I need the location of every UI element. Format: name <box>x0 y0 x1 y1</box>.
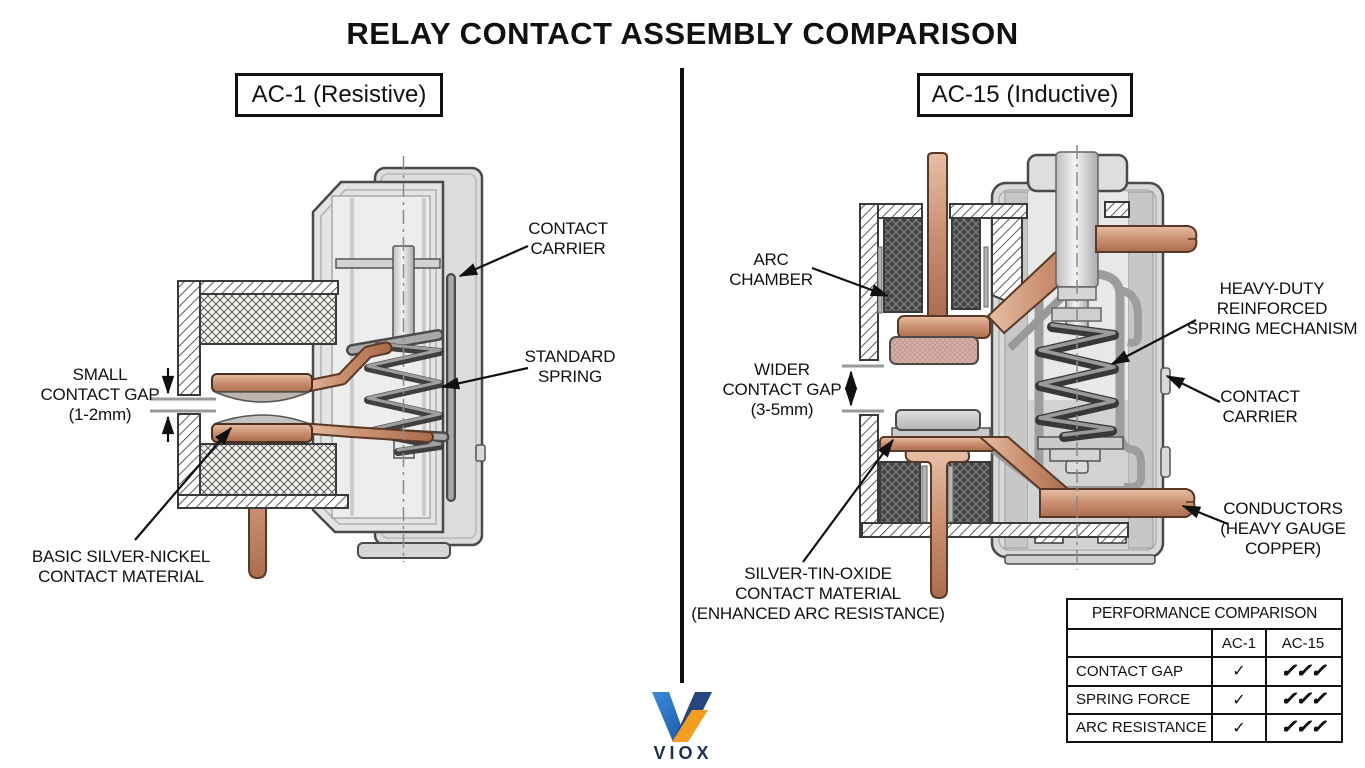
viox-logo: VIOX <box>633 688 733 764</box>
table-header-ac15: AC-15 <box>1281 634 1325 652</box>
row-label: SPRING FORCE <box>1068 686 1213 713</box>
table-header-ac1: AC-1 <box>1213 630 1267 657</box>
arc-chamber-blocks <box>877 217 1023 314</box>
label-silver-tin: SILVER-TIN-OXIDE CONTACT MATERIAL (ENHAN… <box>691 564 945 623</box>
leader-standard-spring <box>440 366 529 390</box>
center-divider <box>680 68 684 683</box>
table-header-row: AC-1 AC-15 <box>1068 630 1341 659</box>
page-title: RELAY CONTACT ASSEMBLY COMPARISON <box>346 16 1019 51</box>
label-heavy-duty: HEAVY-DUTY REINFORCED SPRING MECHANISM <box>1186 279 1358 338</box>
ac15-wall-upper <box>859 203 879 361</box>
label-wider-gap: WIDER CONTACT GAP (3-5mm) <box>722 360 842 419</box>
viox-logo-icon <box>652 692 712 742</box>
heading-ac1-text: AC-1 (Resistive) <box>251 81 427 108</box>
check-ac15: ✓✓✓ <box>1280 660 1327 682</box>
heading-ac15: AC-15 (Inductive) <box>917 73 1133 117</box>
label-contact-carrier-left: CONTACT CARRIER <box>528 219 608 258</box>
ac15-gap-dimension <box>842 364 884 413</box>
leader-contact-carrier-left <box>458 244 529 278</box>
leader-heavy-duty <box>1110 319 1197 365</box>
label-silver-nickel: BASIC SILVER-NICKEL CONTACT MATERIAL <box>31 547 211 586</box>
ac15-wall-lower <box>859 414 879 538</box>
leader-conductors <box>1181 504 1229 526</box>
row-label: ARC RESISTANCE <box>1068 714 1213 741</box>
row-label: CONTACT GAP <box>1068 658 1213 685</box>
label-contact-carrier-right: CONTACT CARRIER <box>1220 387 1300 426</box>
ac1-gap-dimension <box>150 368 216 442</box>
label-conductors: CONDUCTORS (HEAVY GAUGE COPPER) <box>1220 499 1346 558</box>
heading-ac15-text: AC-15 (Inductive) <box>931 81 1119 108</box>
leader-arc-chamber <box>811 266 890 298</box>
label-arc-chamber: ARC CHAMBER <box>729 250 813 289</box>
ac1-assembly <box>134 156 529 580</box>
performance-table-title: PERFORMANCE COMPARISON <box>1068 600 1341 630</box>
label-standard-spring: STANDARD SPRING <box>524 347 616 386</box>
check-ac1: ✓ <box>1213 686 1267 713</box>
table-header-empty <box>1068 630 1213 657</box>
viox-logo-text: VIOX <box>653 743 713 763</box>
ac15-assembly <box>802 145 1229 600</box>
performance-table: PERFORMANCE COMPARISON AC-1 AC-15 CONTAC… <box>1066 598 1343 743</box>
ac1-frame <box>177 280 349 509</box>
leader-silver-nickel <box>134 426 233 541</box>
table-row: SPRING FORCE ✓ ✓✓✓ <box>1068 686 1341 715</box>
leader-contact-carrier-right <box>1165 375 1221 403</box>
heading-ac1: AC-1 (Resistive) <box>235 73 443 117</box>
check-ac1: ✓ <box>1213 658 1267 685</box>
ac1-lower-contact <box>211 414 313 443</box>
ac15-lower-conductor <box>879 409 1196 600</box>
check-ac15: ✓✓✓ <box>1280 689 1327 711</box>
check-ac1: ✓ <box>1213 714 1267 741</box>
label-small-gap: SMALL CONTACT GAP (1-2mm) <box>40 365 160 424</box>
leader-silver-tin <box>802 438 894 563</box>
ac15-lower-blocks <box>879 461 991 524</box>
table-row: CONTACT GAP ✓ ✓✓✓ <box>1068 658 1341 687</box>
ac15-spring <box>1035 322 1119 442</box>
ac1-upper-contact <box>211 373 313 403</box>
check-ac15: ✓✓✓ <box>1280 717 1327 739</box>
table-row: ARC RESISTANCE ✓ ✓✓✓ <box>1068 714 1341 741</box>
ac15-conductor-bar <box>1095 225 1198 253</box>
